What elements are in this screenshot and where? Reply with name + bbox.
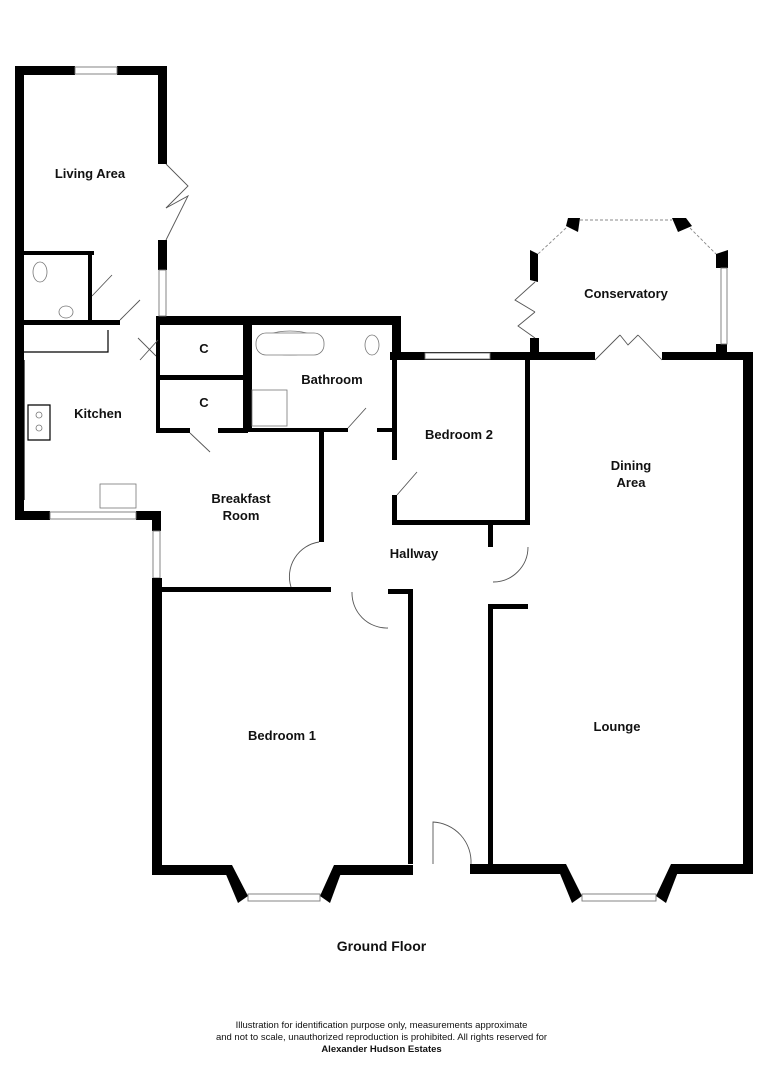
label-bedroom-2: Bedroom 2 — [425, 427, 493, 442]
label-breakfast-room-2: Room — [223, 508, 260, 523]
label-cupboard-1: C — [199, 341, 209, 356]
label-conservatory: Conservatory — [584, 286, 669, 301]
label-bathroom: Bathroom — [301, 372, 362, 387]
disclaimer-line-1: Illustration for identification purpose … — [235, 1020, 528, 1031]
bedroom-2-walls — [392, 352, 530, 525]
disclaimer-firm: Alexander Hudson Estates — [321, 1044, 442, 1055]
bedroom-1-walls — [152, 578, 413, 903]
kitchen-details — [23, 330, 157, 509]
label-dining-area-1: Dining — [611, 458, 651, 473]
disclaimer-line-2: and not to scale, unauthorized reproduct… — [215, 1032, 548, 1043]
living-doors — [165, 163, 190, 241]
bathroom-walls — [248, 316, 530, 432]
label-hallway: Hallway — [390, 546, 439, 561]
label-living-area: Living Area — [55, 166, 126, 181]
room-labels: Living Area Conservatory Kitchen Bathroo… — [55, 166, 669, 743]
lounge-walls — [470, 334, 753, 903]
floor-title: Ground Floor — [336, 938, 427, 954]
hallway-walls — [161, 432, 529, 865]
wc-fixtures — [32, 261, 141, 321]
conservatory-walls — [514, 218, 728, 358]
disclaimer: Illustration for identification purpose … — [0, 1020, 763, 1056]
label-breakfast-room-1: Breakfast — [211, 491, 271, 506]
label-dining-area-2: Area — [617, 475, 647, 490]
cupboards — [139, 325, 248, 453]
label-cupboard-2: C — [199, 395, 209, 410]
label-kitchen: Kitchen — [74, 406, 122, 421]
label-lounge: Lounge — [594, 719, 641, 734]
label-bedroom-1: Bedroom 1 — [248, 728, 316, 743]
living-windows — [49, 66, 167, 579]
west-wing-walls — [15, 66, 401, 531]
